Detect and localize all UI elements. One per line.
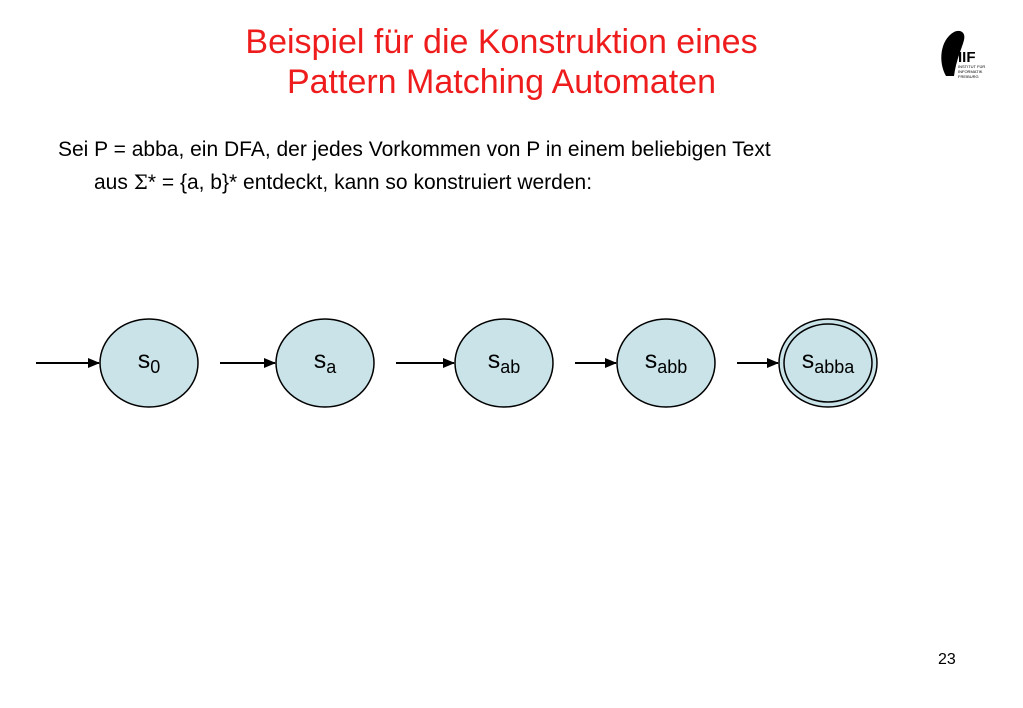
- page-number: 23: [938, 651, 956, 668]
- state-label-subscript: 0: [150, 357, 161, 377]
- title-line-1: Beispiel für die Konstruktion eines: [245, 23, 758, 61]
- state-label-base: s: [487, 346, 501, 374]
- state-label-abba: sabba: [801, 345, 855, 377]
- state-label-base: s: [644, 346, 658, 374]
- body-line-1: Sei P = abba, ein DFA, der jedes Vorkomm…: [58, 138, 771, 161]
- body-paragraph: Sei P = abba, ein DFA, der jedes Vorkomm…: [58, 133, 978, 199]
- state-label-subscript: abba: [814, 357, 855, 377]
- sigma-symbol: Σ: [133, 170, 148, 194]
- state-label-0: s0: [137, 345, 161, 377]
- logo-shape: [941, 30, 965, 77]
- body-line-2-prefix: aus: [94, 171, 134, 194]
- logo-caption-1: INSTITUT FÜR: [958, 64, 985, 69]
- slide-title: Beispiel für die Konstruktion eines Patt…: [0, 22, 1023, 102]
- body-line-2: aus Σ* = {a, b}* entdeckt, kann so konst…: [58, 166, 978, 199]
- state-node-a: [275, 318, 375, 408]
- state-node-abba: [778, 318, 878, 408]
- state-label-subscript: ab: [500, 357, 521, 377]
- body-line-2-rest: * = {a, b}* entdeckt, kann so konstruier…: [147, 171, 593, 194]
- state-label-abb: sabb: [644, 345, 688, 377]
- state-node-0: [99, 318, 199, 408]
- state-node-abb: [616, 318, 716, 408]
- state-label-base: s: [313, 346, 327, 374]
- state-node-ab: [454, 318, 554, 408]
- state-label-base: s: [801, 346, 815, 374]
- iif-logo-icon: IIF INSTITUT FÜR INFORMATIK FREIBURG: [941, 30, 985, 79]
- title-line-2: Pattern Matching Automaten: [286, 63, 717, 101]
- accepting-ring: [783, 323, 873, 403]
- state-label-subscript: a: [326, 357, 337, 377]
- logo-letters: IIF: [958, 49, 976, 66]
- logo-caption-3: FREIBURG: [958, 74, 979, 79]
- state-label-subscript: abb: [657, 357, 688, 377]
- state-label-base: s: [137, 346, 151, 374]
- logo-caption-2: INFORMATIK: [958, 69, 983, 74]
- state-label-ab: sab: [487, 345, 521, 377]
- state-label-a: sa: [313, 345, 337, 377]
